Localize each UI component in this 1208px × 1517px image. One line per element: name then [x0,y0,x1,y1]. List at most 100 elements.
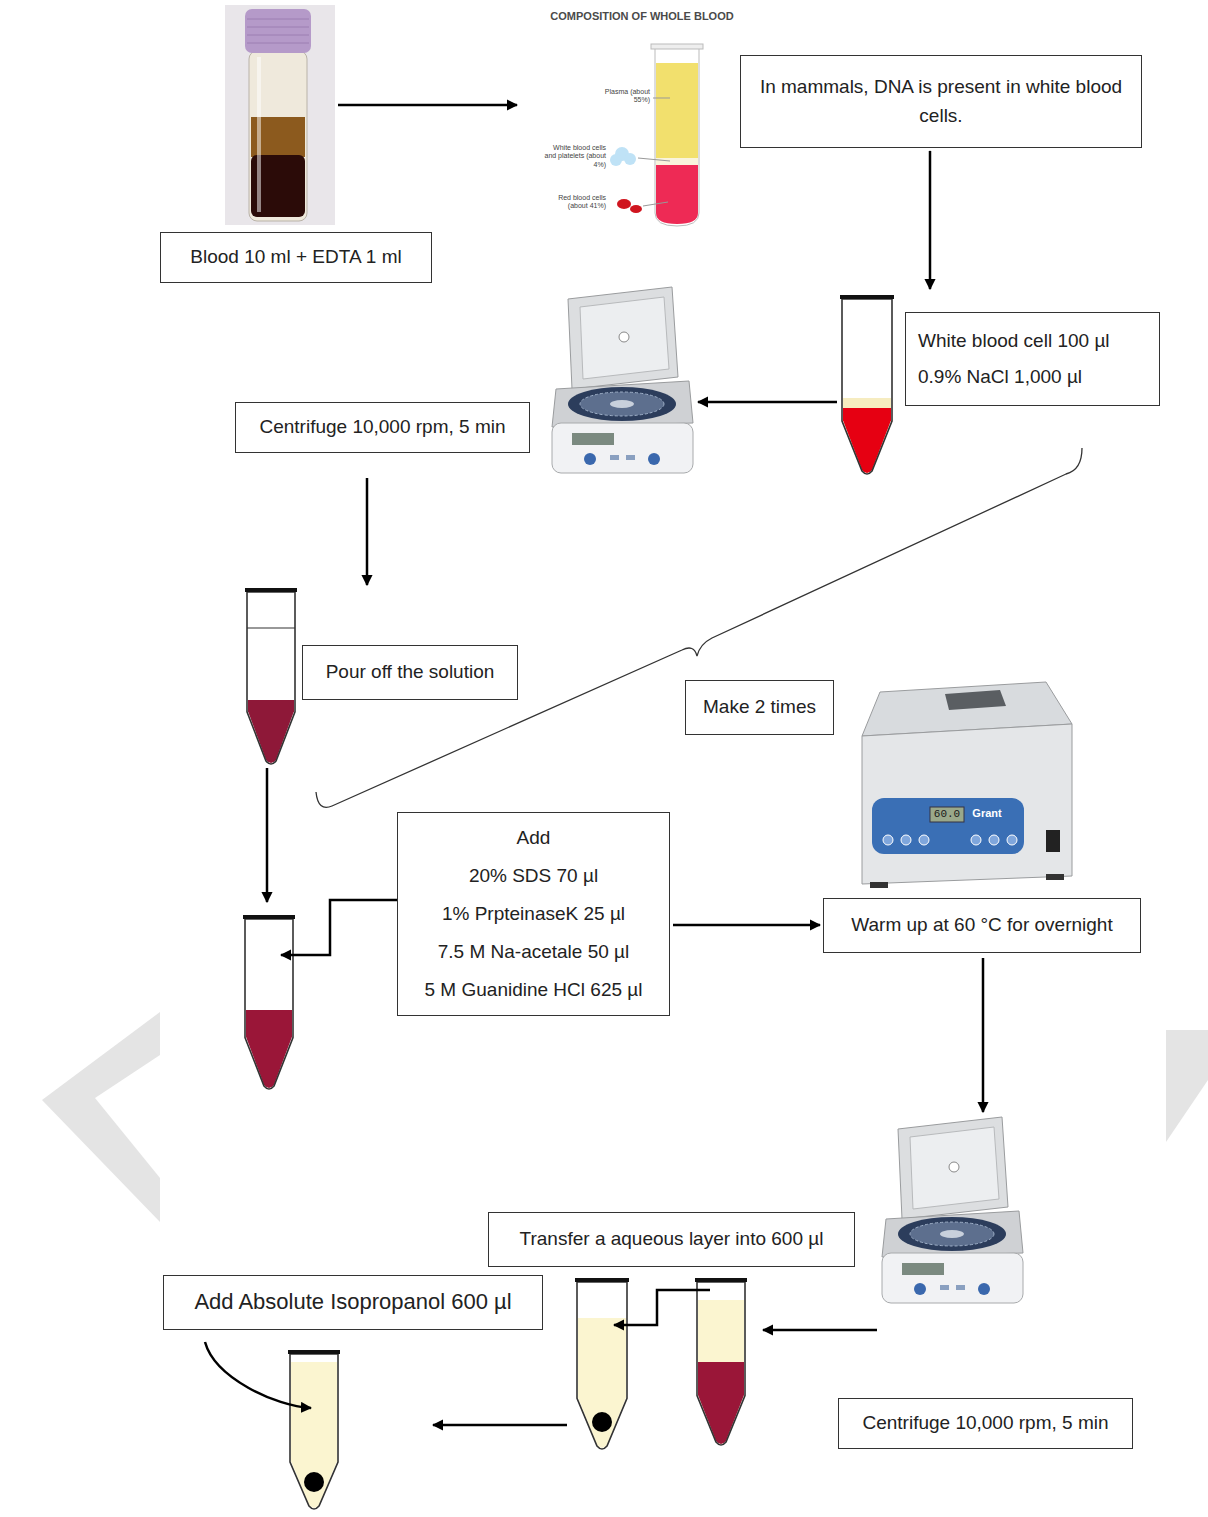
lid-panel [910,1127,999,1209]
figure-label: White blood cells and platelets (about 4… [542,144,606,169]
label-box: White blood cell 100 µl0.9% NaCl 1,000 µ… [905,312,1160,406]
tube-illustration [570,1275,760,1455]
flow-arrow [366,478,369,585]
step-text: Add [412,819,655,857]
button [956,1285,965,1290]
tube-rim [840,295,894,299]
vacutainer-glass [249,51,307,221]
red-cell-layer [656,165,698,224]
button [610,455,619,460]
tube-cap [245,9,311,53]
knob [978,1283,990,1295]
foot [870,882,888,888]
tube-outline [697,1282,745,1445]
step-text: Transfer a aqueous layer into 600 µl [501,1227,842,1252]
display [572,433,614,445]
plasma-layer [656,63,698,158]
flow-arrow [266,768,269,902]
tube-rim [288,1350,340,1354]
centrifuge-top [552,381,693,427]
foot [1046,874,1064,880]
flow-arrow [673,924,820,927]
centrifuge-lid [898,1117,1008,1219]
knob [914,1283,926,1295]
tube-outline [290,1354,338,1509]
centrifuge-step: Centrifuge 10,000 rpm, 5 min [235,285,695,475]
transfer-arrow [281,900,397,955]
label-box: Warm up at 60 °C for overnight [823,898,1141,953]
step-text: 7.5 M Na-acetale 50 µl [412,933,655,971]
label-box: Add Absolute Isopropanol 600 µl [163,1275,543,1330]
cap-ridge [247,43,309,44]
transfer-arrow [205,1342,311,1408]
lid-hole [619,332,629,342]
label-box: Blood 10 ml + EDTA 1 ml [160,232,432,283]
precipitation-step: Add Absolute Isopropanol 600 µl [285,1348,430,1512]
cap-ridge [247,19,309,20]
rotor [910,1222,994,1246]
step-text: Make 2 times [698,695,821,720]
lcd [930,807,964,822]
step-text: 1% PrpteinaseK 25 µl [412,895,655,933]
panel-button [919,835,929,845]
panel-button [1007,835,1017,845]
tube-body [245,919,293,1089]
leader-line [638,158,670,161]
white-cell-icon [624,153,636,165]
leader-line [643,202,668,206]
test-tube [655,48,699,226]
centrifuge-front [552,423,693,473]
lid-hole [949,1162,959,1172]
centrifuge-front [882,1253,1023,1303]
tube-body [842,299,892,474]
tube-content [578,1318,626,1448]
tube-body [290,1354,338,1509]
flow-arrow [433,1424,567,1427]
flow-arrow [763,1329,877,1332]
panel-button [971,835,981,845]
knob [648,453,660,465]
step-text: 0.9% NaCl 1,000 µl [918,359,1147,395]
device-text: Grant [964,806,1010,820]
step-text: Centrifuge 10,000 rpm, 5 min [851,1411,1120,1436]
step-text: Pour off the solution [315,660,505,685]
tube-body [697,1282,745,1445]
tube-outline [577,1282,627,1449]
composition-illustration [520,8,760,230]
centrifuge-illustration [880,1115,1025,1390]
rotor-hub [940,1230,964,1238]
figure-text: Plasma (about 55%) [590,88,650,105]
step-text: Centrifuge 10,000 rpm, 5 min [248,415,517,440]
tube-illustration [285,1348,430,1512]
liquid-level [247,627,295,628]
device-label: 60.0 [930,807,964,821]
tube-content [698,1362,744,1444]
rotor-chamber [898,1217,1006,1251]
device-text: 60.0 [930,807,964,821]
panel-button [989,835,999,845]
label-box: Transfer a aqueous layer into 600 µl [488,1212,855,1267]
blood-tube-photo [225,5,335,225]
centrifuge-step: Centrifuge 10,000 rpm, 5 min [880,1115,1025,1390]
leader-line [653,98,670,99]
dna-pellet [304,1472,324,1492]
wash-step: Pour off the solution [245,588,518,765]
centrifuge-top [882,1211,1023,1257]
tube-outline [842,299,892,474]
tube-rim [695,1278,747,1282]
button [626,455,635,460]
step-text: 5 M Guanidine HCl 625 µl [412,971,655,1009]
figure-label: Red blood cells (about 41%) [542,194,606,211]
red-cell-icon [630,205,642,213]
step-text: White blood cell 100 µl [918,323,1147,359]
label-box: Centrifuge 10,000 rpm, 5 min [235,402,530,453]
flow-arrow [698,401,837,404]
step-text: In mammals, DNA is present in white bloo… [759,72,1123,131]
figure-text: White blood cells and platelets (about 4… [542,144,606,169]
power-switch [1046,830,1060,852]
knob [584,453,596,465]
figure-text: Red blood cells (about 41%) [542,194,606,211]
step-text: 20% SDS 70 µl [412,857,655,895]
figure-label: COMPOSITION OF WHOLE BLOOD [528,10,756,23]
